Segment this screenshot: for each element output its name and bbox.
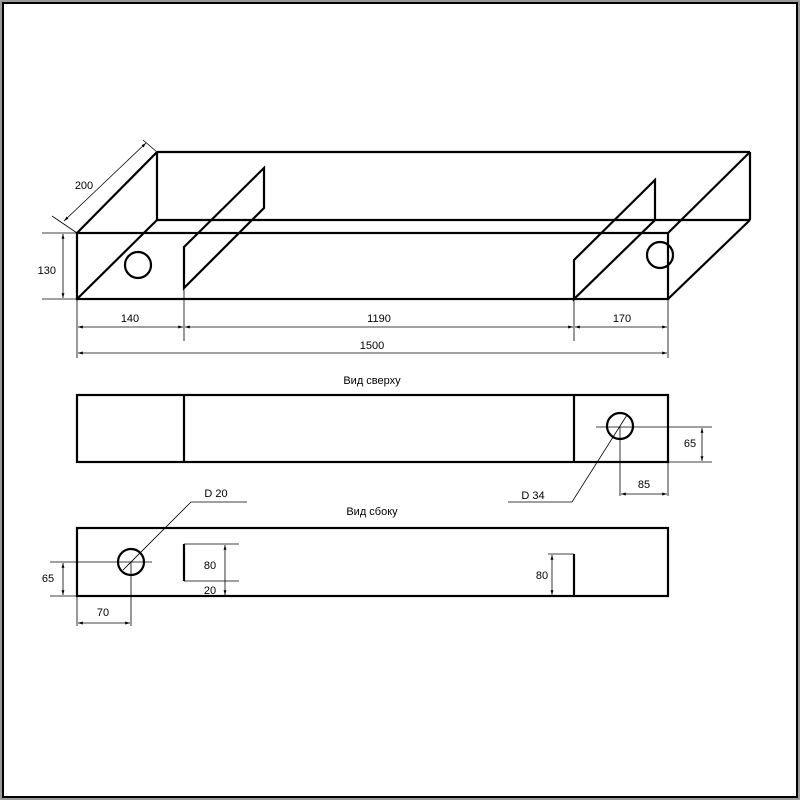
top-view-dimensions xyxy=(508,414,712,503)
dim-hole-height: 65 xyxy=(684,438,696,450)
dim-side-hole-offset: 70 xyxy=(97,607,109,619)
right-hole xyxy=(645,240,675,270)
box-outline xyxy=(75,150,752,301)
side-view-title: Вид сбоку xyxy=(346,506,398,518)
dim-right: 170 xyxy=(613,313,631,325)
dim-slot-bottom: 20 xyxy=(204,585,216,597)
top-view: Вид сверху 65 85 D 34 xyxy=(75,375,712,503)
side-view-dimensions xyxy=(50,501,574,626)
dimension-lines xyxy=(42,139,669,358)
dim-side-hole-diameter: D 20 xyxy=(204,488,227,500)
dim-total: 1500 xyxy=(360,340,384,352)
dim-right-slot-height: 80 xyxy=(536,570,548,582)
dim-side-hole-height: 65 xyxy=(42,573,54,585)
side-view: Вид сбоку D 20 65 70 80 20 80 xyxy=(42,488,670,626)
dim-depth: 200 xyxy=(75,180,93,192)
top-view-title: Вид сверху xyxy=(343,375,401,387)
dim-middle: 1190 xyxy=(367,313,391,325)
left-hole xyxy=(123,250,153,280)
dim-hole-offset: 85 xyxy=(638,479,650,491)
dim-slot-height: 80 xyxy=(204,560,216,572)
left-partition xyxy=(182,165,266,291)
right-partition xyxy=(572,177,657,302)
dim-hole-diameter: D 34 xyxy=(521,490,544,502)
isometric-view: 200 130 140 1190 170 1500 xyxy=(38,139,752,358)
dim-left: 140 xyxy=(121,313,139,325)
dim-height: 130 xyxy=(38,265,56,277)
